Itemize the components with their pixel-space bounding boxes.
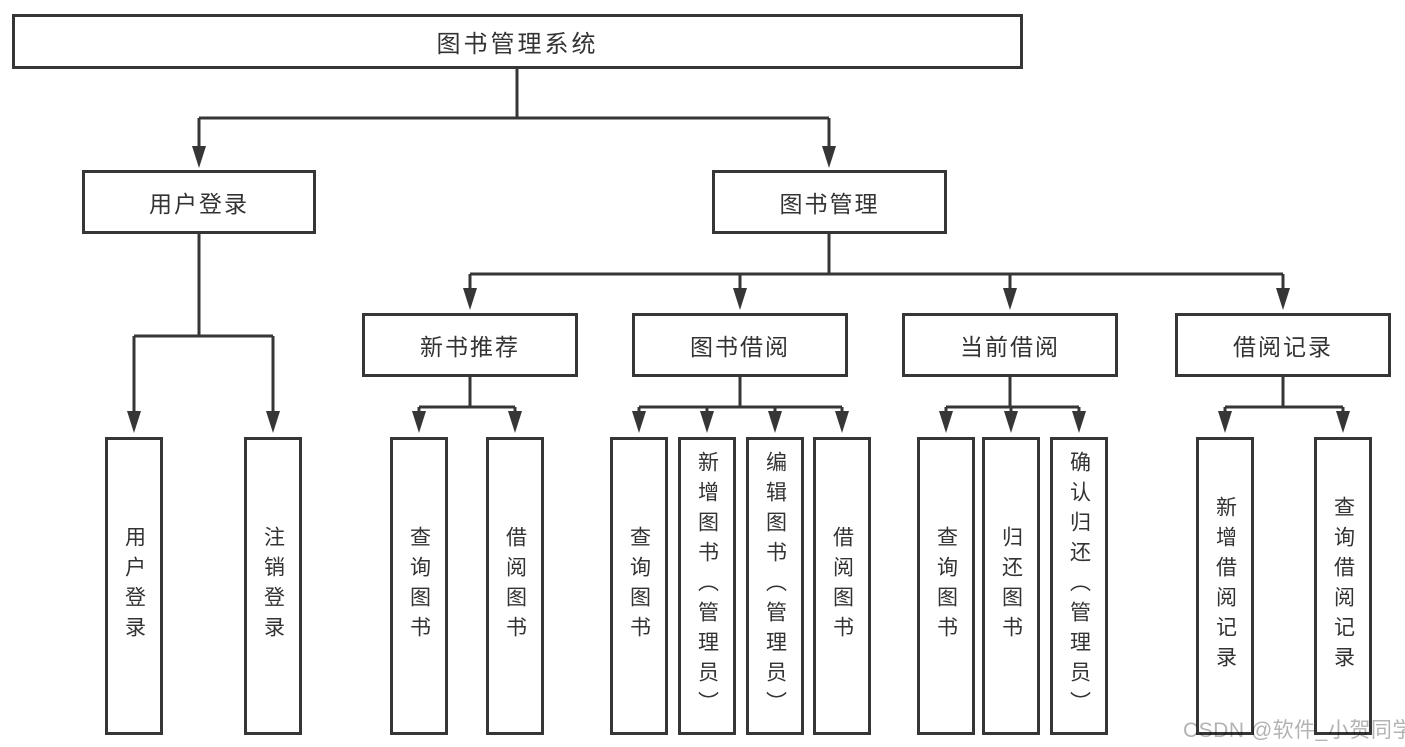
leaf-borrow-books-recommend: 借阅图书 [486, 437, 544, 735]
leaf-add-books-admin: 新增图书（管理员） [678, 437, 736, 735]
connector-new-book-to-leaves [417, 377, 517, 418]
connector-book-borrow-to-leaves [637, 377, 844, 418]
node-new-book-recommend: 新书推荐 [362, 313, 578, 377]
leaf-query-books-recommend: 查询图书 [390, 437, 448, 735]
node-user-login: 用户登录 [82, 170, 316, 234]
arrowhead-icon [1004, 411, 1018, 433]
node-label: 查询图书 [627, 526, 651, 646]
arrowhead-icon [266, 411, 280, 433]
node-label: 图书管理系统 [436, 31, 599, 58]
arrowhead-icon [412, 411, 426, 433]
node-label: 图书借阅 [690, 334, 790, 360]
leaf-query-borrow-record: 查询借阅记录 [1314, 437, 1372, 735]
node-borrow-record: 借阅记录 [1175, 313, 1391, 377]
leaf-add-borrow-record: 新增借阅记录 [1196, 437, 1254, 735]
node-label: 新增借阅记录 [1213, 496, 1237, 676]
connector-root-to-level2 [197, 69, 831, 152]
node-label: 借阅记录 [1233, 334, 1333, 360]
arrowhead-icon [632, 411, 646, 433]
node-label: 归还图书 [999, 526, 1023, 646]
arrowhead-icon [700, 411, 714, 433]
node-book-management: 图书管理 [712, 170, 947, 234]
node-label: 查询图书 [934, 526, 958, 646]
watermark: CSDN @软件_小贺同学 [1183, 719, 1405, 742]
connector-book-mgmt-to-level3 [468, 234, 1285, 294]
leaf-confirm-return-admin: 确认归还（管理员） [1050, 437, 1108, 735]
leaf-edit-books-admin: 编辑图书（管理员） [746, 437, 804, 735]
arrowhead-icon [835, 411, 849, 433]
leaf-return-books: 归还图书 [982, 437, 1040, 735]
node-label: 借阅图书 [503, 526, 527, 646]
arrowhead-icon [1072, 411, 1086, 433]
node-label: 编辑图书（管理员） [763, 451, 787, 721]
node-label: 新书推荐 [420, 334, 520, 360]
leaf-borrow-books: 借阅图书 [813, 437, 871, 735]
leaf-query-books-borrow: 查询图书 [610, 437, 668, 735]
node-library-management-system: 图书管理系统 [12, 14, 1023, 69]
connector-borrow-record-to-leaves [1223, 377, 1345, 418]
node-label: 借阅图书 [830, 526, 854, 646]
node-label: 查询借阅记录 [1331, 496, 1355, 676]
node-label: 注销登录 [261, 526, 285, 646]
arrowhead-icon [939, 411, 953, 433]
arrowhead-icon [508, 411, 522, 433]
leaf-query-books-current: 查询图书 [917, 437, 975, 735]
connector-paths [132, 69, 1345, 418]
arrowhead-icon [1276, 288, 1290, 310]
node-label: 用户登录 [149, 191, 249, 217]
node-label: 用户登录 [122, 526, 146, 646]
node-label: 图书管理 [779, 191, 880, 217]
arrowhead-icon [768, 411, 782, 433]
node-label: 当前借阅 [960, 334, 1060, 360]
arrowhead-icon [822, 146, 836, 168]
arrowhead-icon [1336, 411, 1350, 433]
arrowhead-icon [463, 288, 477, 310]
leaf-logout: 注销登录 [244, 437, 302, 735]
connector-user-login-to-leaves [132, 234, 275, 418]
node-book-borrow: 图书借阅 [632, 313, 848, 377]
arrowhead-icon [1003, 288, 1017, 310]
arrowhead-icon [127, 411, 141, 433]
leaf-user-login: 用户登录 [105, 437, 163, 735]
arrowhead-icon [733, 288, 747, 310]
node-label: 确认归还（管理员） [1067, 451, 1091, 721]
node-label: 查询图书 [407, 526, 431, 646]
arrowhead-icon [1218, 411, 1232, 433]
node-current-borrow: 当前借阅 [902, 313, 1118, 377]
node-label: 新增图书（管理员） [695, 451, 719, 721]
arrowhead-icon [192, 146, 206, 168]
arrowheads [127, 146, 1350, 433]
